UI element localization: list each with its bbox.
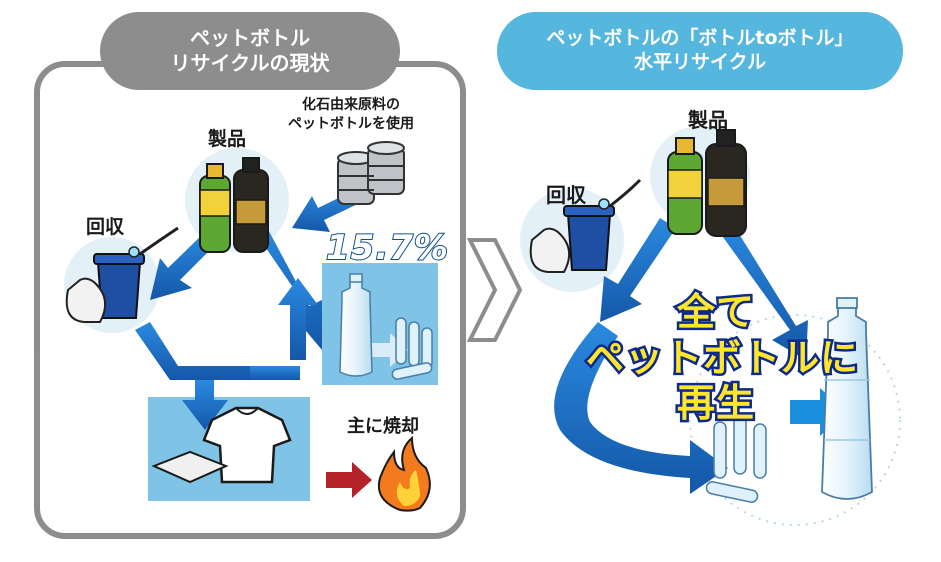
right-product-label: 製品 bbox=[688, 108, 728, 132]
left-title-line2: リサイクルの現状 bbox=[170, 51, 330, 75]
left-collect-label: 回収 bbox=[86, 216, 125, 238]
left-preforms bbox=[391, 317, 433, 380]
incinerate-label: 主に焼却 bbox=[347, 416, 419, 437]
arrow-right-product-to-collect bbox=[600, 218, 676, 322]
fossil-barrels bbox=[337, 141, 405, 205]
fossil-line2: ペットボトルを使用 bbox=[288, 115, 414, 132]
headline-line3: 再生 bbox=[674, 379, 756, 428]
left-recycle-bin bbox=[65, 226, 179, 323]
arrow-product-to-collect bbox=[150, 232, 217, 300]
fossil-label: 化石由来原料の ペットボトルを使用 bbox=[288, 96, 414, 134]
right-collect-label: 回収 bbox=[546, 183, 586, 207]
arrow-up-recycle bbox=[278, 278, 318, 360]
arrow-collect-bottom bbox=[135, 322, 250, 380]
arrow-right-product-down bbox=[715, 216, 808, 360]
arrow-to-clothing bbox=[182, 380, 228, 430]
tshirt-icon bbox=[202, 406, 292, 484]
right-recycle-bin bbox=[529, 178, 642, 273]
trash-bag-icon bbox=[65, 277, 107, 323]
right-title-line1: ペットボトルの「ボトルtoボトル」 bbox=[546, 27, 854, 50]
right-product-bottles bbox=[667, 129, 747, 237]
hand-icon bbox=[139, 226, 179, 256]
chevron-right-icon bbox=[466, 238, 523, 342]
hand-icon-right bbox=[609, 178, 642, 208]
left-product-bottles bbox=[199, 157, 269, 253]
fossil-line1: 化石由来原料の bbox=[302, 97, 400, 113]
right-title-line2: 水平リサイクル bbox=[633, 51, 767, 73]
headline: 全て ペットボトルに 再生 bbox=[584, 288, 861, 428]
headline-line1: 全て bbox=[674, 288, 756, 337]
fire-icon bbox=[378, 435, 431, 512]
arrow-incinerate bbox=[326, 462, 372, 498]
arrow-right-loop bbox=[554, 322, 728, 494]
left-recycled-bottle bbox=[339, 273, 373, 377]
trash-bag-icon-right bbox=[529, 227, 571, 273]
left-product-label: 製品 bbox=[208, 128, 247, 150]
left-title-line1: ペットボトル bbox=[190, 26, 310, 50]
right-panel-header: ペットボトルの「ボトルtoボトル」 水平リサイクル bbox=[497, 12, 903, 90]
right-preforms bbox=[705, 415, 767, 503]
headline-line2: ペットボトルに bbox=[584, 333, 861, 382]
tray-icon bbox=[151, 450, 229, 484]
recycle-rate: 15.7% bbox=[325, 227, 449, 269]
right-recycled-bottle bbox=[821, 297, 873, 500]
left-panel-header: ペットボトル リサイクルの現状 bbox=[100, 12, 400, 90]
